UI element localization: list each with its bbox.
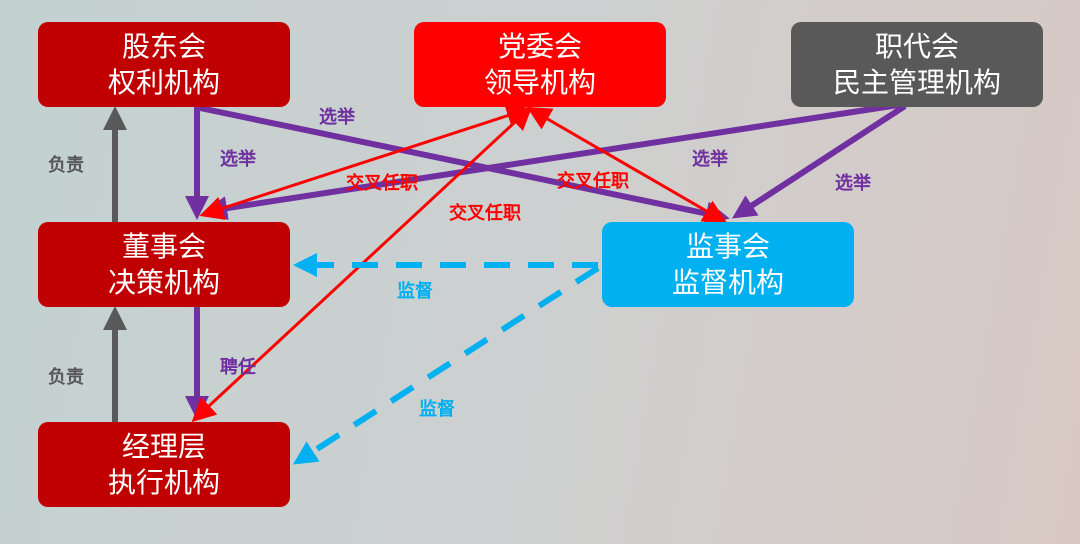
box-subtitle: 监督机构 bbox=[671, 265, 784, 299]
label-elect: 选举 bbox=[319, 107, 355, 128]
label-elect: 选举 bbox=[220, 149, 256, 170]
label-cross-appointment: 交叉任职 bbox=[346, 173, 418, 194]
label-elect: 选举 bbox=[692, 149, 728, 170]
box-subtitle: 权利机构 bbox=[107, 65, 220, 99]
label-cross-appointment: 交叉任职 bbox=[449, 203, 521, 224]
box-title: 董事会 bbox=[121, 229, 206, 263]
label-cross-appointment: 交叉任职 bbox=[557, 171, 629, 192]
box-title: 股东会 bbox=[121, 29, 206, 63]
arrow-supervise-managers bbox=[292, 265, 600, 465]
party-committee-box: 党委会 领导机构 bbox=[414, 22, 666, 107]
label-responsible: 负责 bbox=[48, 367, 84, 388]
label-responsible: 负责 bbox=[48, 155, 84, 176]
label-elect: 选举 bbox=[835, 173, 871, 194]
workers-congress-box: 职代会 民主管理机构 bbox=[791, 22, 1043, 107]
label-supervise: 监督 bbox=[397, 281, 433, 302]
box-subtitle: 决策机构 bbox=[107, 265, 220, 299]
box-title: 经理层 bbox=[121, 429, 206, 463]
label-appoint: 聘任 bbox=[220, 357, 256, 378]
managers-box: 经理层 执行机构 bbox=[38, 422, 290, 507]
supervisors-box: 监事会 监督机构 bbox=[602, 222, 854, 307]
shareholders-box: 股东会 权利机构 bbox=[38, 22, 290, 107]
box-title: 职代会 bbox=[874, 29, 959, 63]
board-box: 董事会 决策机构 bbox=[38, 222, 290, 307]
label-supervise: 监督 bbox=[419, 399, 455, 420]
arrow-party-supervisors bbox=[526, 106, 728, 224]
box-subtitle: 执行机构 bbox=[107, 465, 220, 499]
box-subtitle: 领导机构 bbox=[483, 65, 596, 99]
arrow-workers-to-supervisors bbox=[731, 103, 907, 219]
box-title: 党委会 bbox=[497, 29, 582, 63]
box-title: 监事会 bbox=[685, 229, 770, 263]
box-subtitle: 民主管理机构 bbox=[832, 65, 1001, 99]
